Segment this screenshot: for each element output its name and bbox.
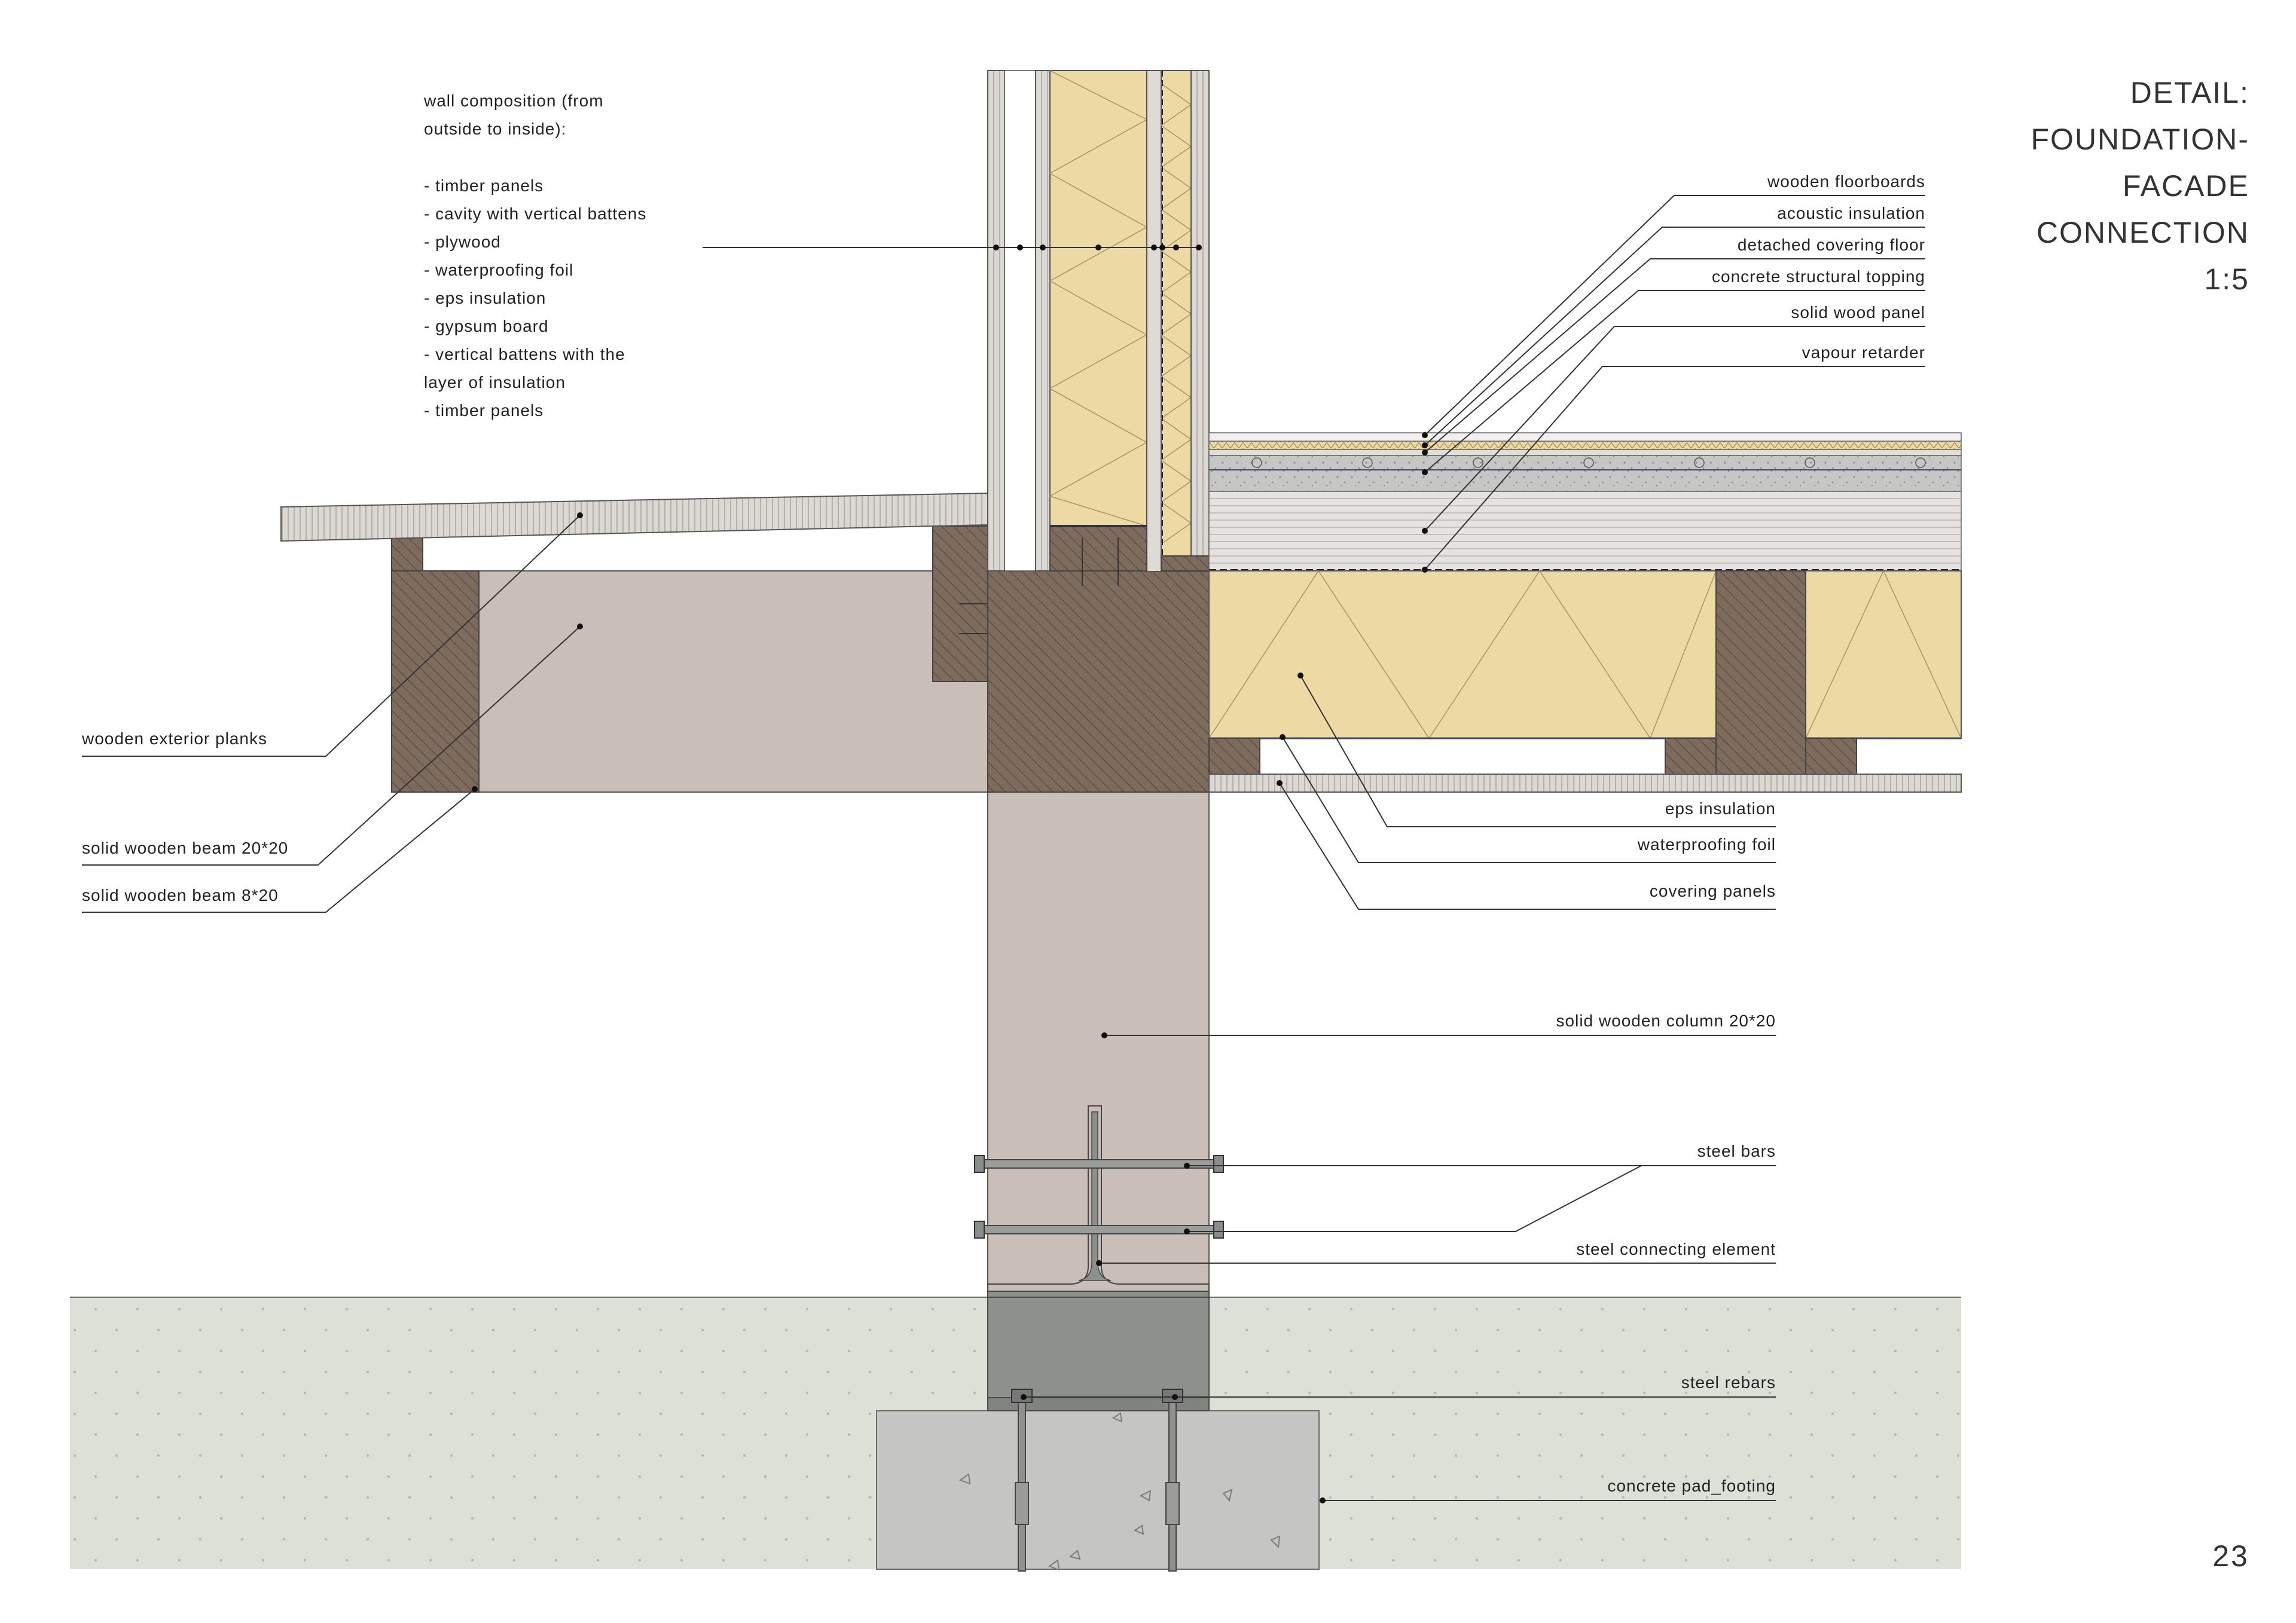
- wall-layer-item: - waterproofing foil: [424, 261, 573, 279]
- label-eps-insulation: eps insulation: [1665, 799, 1776, 818]
- title-line: CONNECTION: [2037, 216, 2249, 249]
- label-concrete-pad-footing: concrete pad_footing: [1607, 1477, 1776, 1495]
- label-steel-rebars: steel rebars: [1681, 1373, 1776, 1392]
- concrete-pad-footing: [876, 1410, 1320, 1571]
- label-acoustic-insulation: acoustic insulation: [1777, 204, 1925, 222]
- floor-leaders: [1422, 195, 1925, 573]
- wall-layer-item: - cavity with vertical battens: [424, 204, 646, 223]
- steel-bars: [974, 1155, 1224, 1239]
- drawing-scale: 1:5: [2204, 262, 2249, 296]
- wall-layer-item: - timber panels: [424, 176, 544, 195]
- wall-composition-note: wall composition (from outside to inside…: [423, 91, 646, 420]
- left-labels: wooden exterior planks solid wooden beam…: [81, 729, 288, 904]
- floor-buildup: [1208, 432, 1962, 793]
- title-line: FOUNDATION-: [2031, 123, 2249, 156]
- label-covering-panels: covering panels: [1650, 882, 1776, 900]
- label-waterproofing-foil: waterproofing foil: [1637, 835, 1776, 854]
- left-leaders: [82, 512, 583, 913]
- wall-layer-item: - vertical battens with the: [424, 345, 625, 363]
- steel-base-plate: [987, 1289, 1210, 1411]
- solid-wooden-beam-20x20: [391, 570, 990, 793]
- page-number: 23: [2212, 1539, 2249, 1573]
- label-detached-covering-floor: detached covering floor: [1738, 236, 1925, 254]
- wall-layer-item: - gypsum board: [424, 317, 549, 335]
- title-line: FACADE: [2123, 169, 2249, 203]
- right-labels: eps insulation waterproofing foil coveri…: [1556, 799, 1776, 1495]
- floor-labels: wooden floorboards acoustic insulation d…: [1712, 172, 1925, 362]
- wall-composition-heading-2: outside to inside):: [424, 120, 566, 138]
- solid-wooden-beam-8x20: [391, 570, 480, 793]
- wall-assembly: [987, 70, 1210, 586]
- title-line: DETAIL:: [2130, 76, 2249, 109]
- wall-leader: [703, 244, 1202, 250]
- label-wooden-floorboards: wooden floorboards: [1767, 172, 1925, 191]
- label-steel-bars: steel bars: [1697, 1142, 1776, 1160]
- label-solid-wooden-beam-8x20: solid wooden beam 8*20: [82, 886, 279, 904]
- wooden-exterior-planks: [280, 492, 988, 542]
- wall-layer-item: - plywood: [424, 233, 501, 251]
- label-solid-wooden-column: solid wooden column 20*20: [1556, 1011, 1776, 1030]
- label-vapour-retarder: vapour retarder: [1802, 343, 1925, 362]
- label-wooden-exterior-planks: wooden exterior planks: [81, 729, 267, 748]
- wall-layer-item: - eps insulation: [424, 289, 546, 307]
- label-steel-connecting-element: steel connecting element: [1576, 1240, 1776, 1258]
- wall-layer-item: layer of insulation: [424, 373, 566, 392]
- wall-layer-item: - timber panels: [424, 401, 544, 420]
- steel-rebars: [1011, 1389, 1183, 1572]
- label-solid-wood-panel: solid wood panel: [1791, 303, 1925, 322]
- small-batten-left: [391, 536, 423, 571]
- column-head-timber: [987, 570, 1210, 793]
- label-concrete-structural-topping: concrete structural topping: [1712, 267, 1925, 286]
- title-block: DETAIL: FOUNDATION- FACADE CONNECTION 1:…: [2031, 76, 2249, 296]
- wall-composition-heading-1: wall composition (from: [423, 91, 604, 110]
- label-solid-wooden-beam-20x20: solid wooden beam 20*20: [82, 839, 288, 857]
- right-leaders: [1021, 673, 1776, 1503]
- steel-connecting-element: [987, 1105, 1210, 1292]
